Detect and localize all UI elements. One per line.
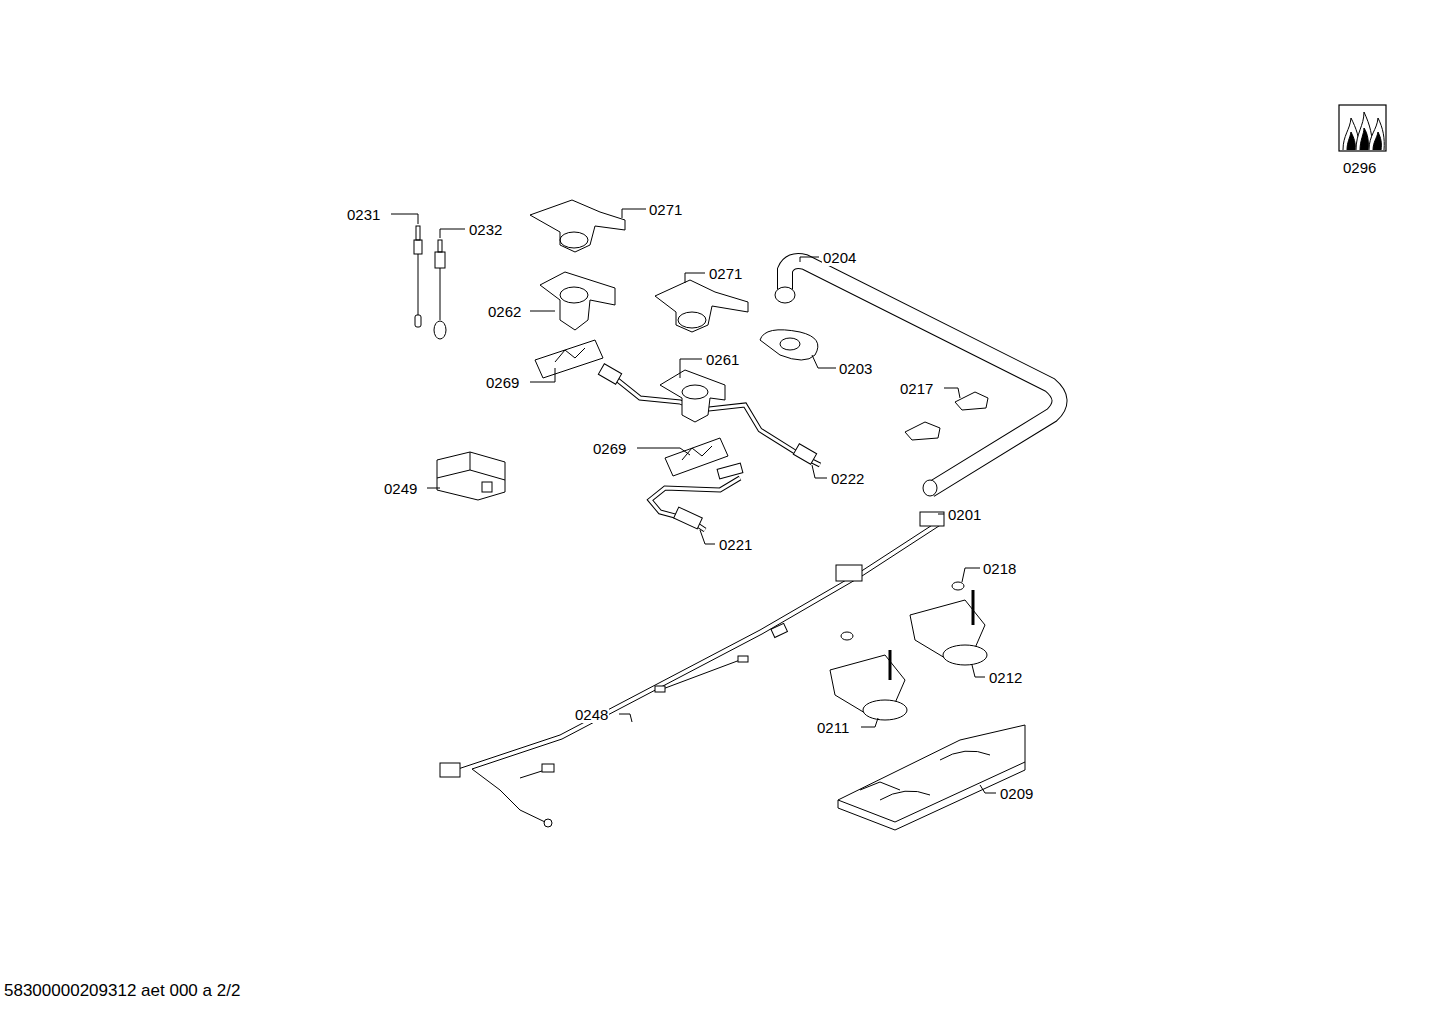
callout-number: 0221 bbox=[718, 536, 753, 553]
ignition-electrodes bbox=[414, 226, 446, 339]
callout-number: 0204 bbox=[822, 249, 857, 266]
clips bbox=[905, 392, 988, 440]
valve-with-tubes bbox=[598, 364, 820, 465]
callout-number: 0232 bbox=[468, 221, 503, 238]
callout-number: 0269 bbox=[592, 440, 627, 457]
callout-number: 0231 bbox=[346, 206, 381, 223]
leader-lines bbox=[391, 209, 996, 793]
tap-holder-tray bbox=[838, 725, 1025, 830]
callout-number: 0217 bbox=[899, 380, 934, 397]
callout-number: 0222 bbox=[830, 470, 865, 487]
callout-number: 0269 bbox=[485, 374, 520, 391]
clamp-plates bbox=[535, 340, 728, 476]
callout-number: 0212 bbox=[988, 669, 1023, 686]
callout-number: 0218 bbox=[982, 560, 1017, 577]
document-code: 58300000209312 aet 000 a 2/2 bbox=[4, 981, 240, 1001]
callout-number: 0271 bbox=[648, 201, 683, 218]
ignition-module bbox=[437, 452, 505, 500]
burner-valve bbox=[540, 272, 615, 330]
gas-taps bbox=[830, 582, 987, 720]
callout-number: 0296 bbox=[1342, 159, 1377, 176]
callout-number: 0262 bbox=[487, 303, 522, 320]
callout-number: 0249 bbox=[383, 480, 418, 497]
burner-brackets bbox=[530, 200, 748, 332]
callout-number: 0201 bbox=[947, 506, 982, 523]
wiring-harness bbox=[440, 512, 944, 827]
callout-number: 0209 bbox=[999, 785, 1034, 802]
gas-manifold-pipe bbox=[775, 261, 1060, 496]
gas-tube bbox=[650, 463, 743, 530]
callout-number: 0203 bbox=[838, 360, 873, 377]
callout-number: 0271 bbox=[708, 265, 743, 282]
callout-number: 0261 bbox=[705, 351, 740, 368]
gasket bbox=[760, 330, 818, 360]
callout-number: 0248 bbox=[574, 706, 609, 723]
callout-number: 0211 bbox=[816, 719, 850, 736]
gas-icon bbox=[1339, 105, 1386, 151]
